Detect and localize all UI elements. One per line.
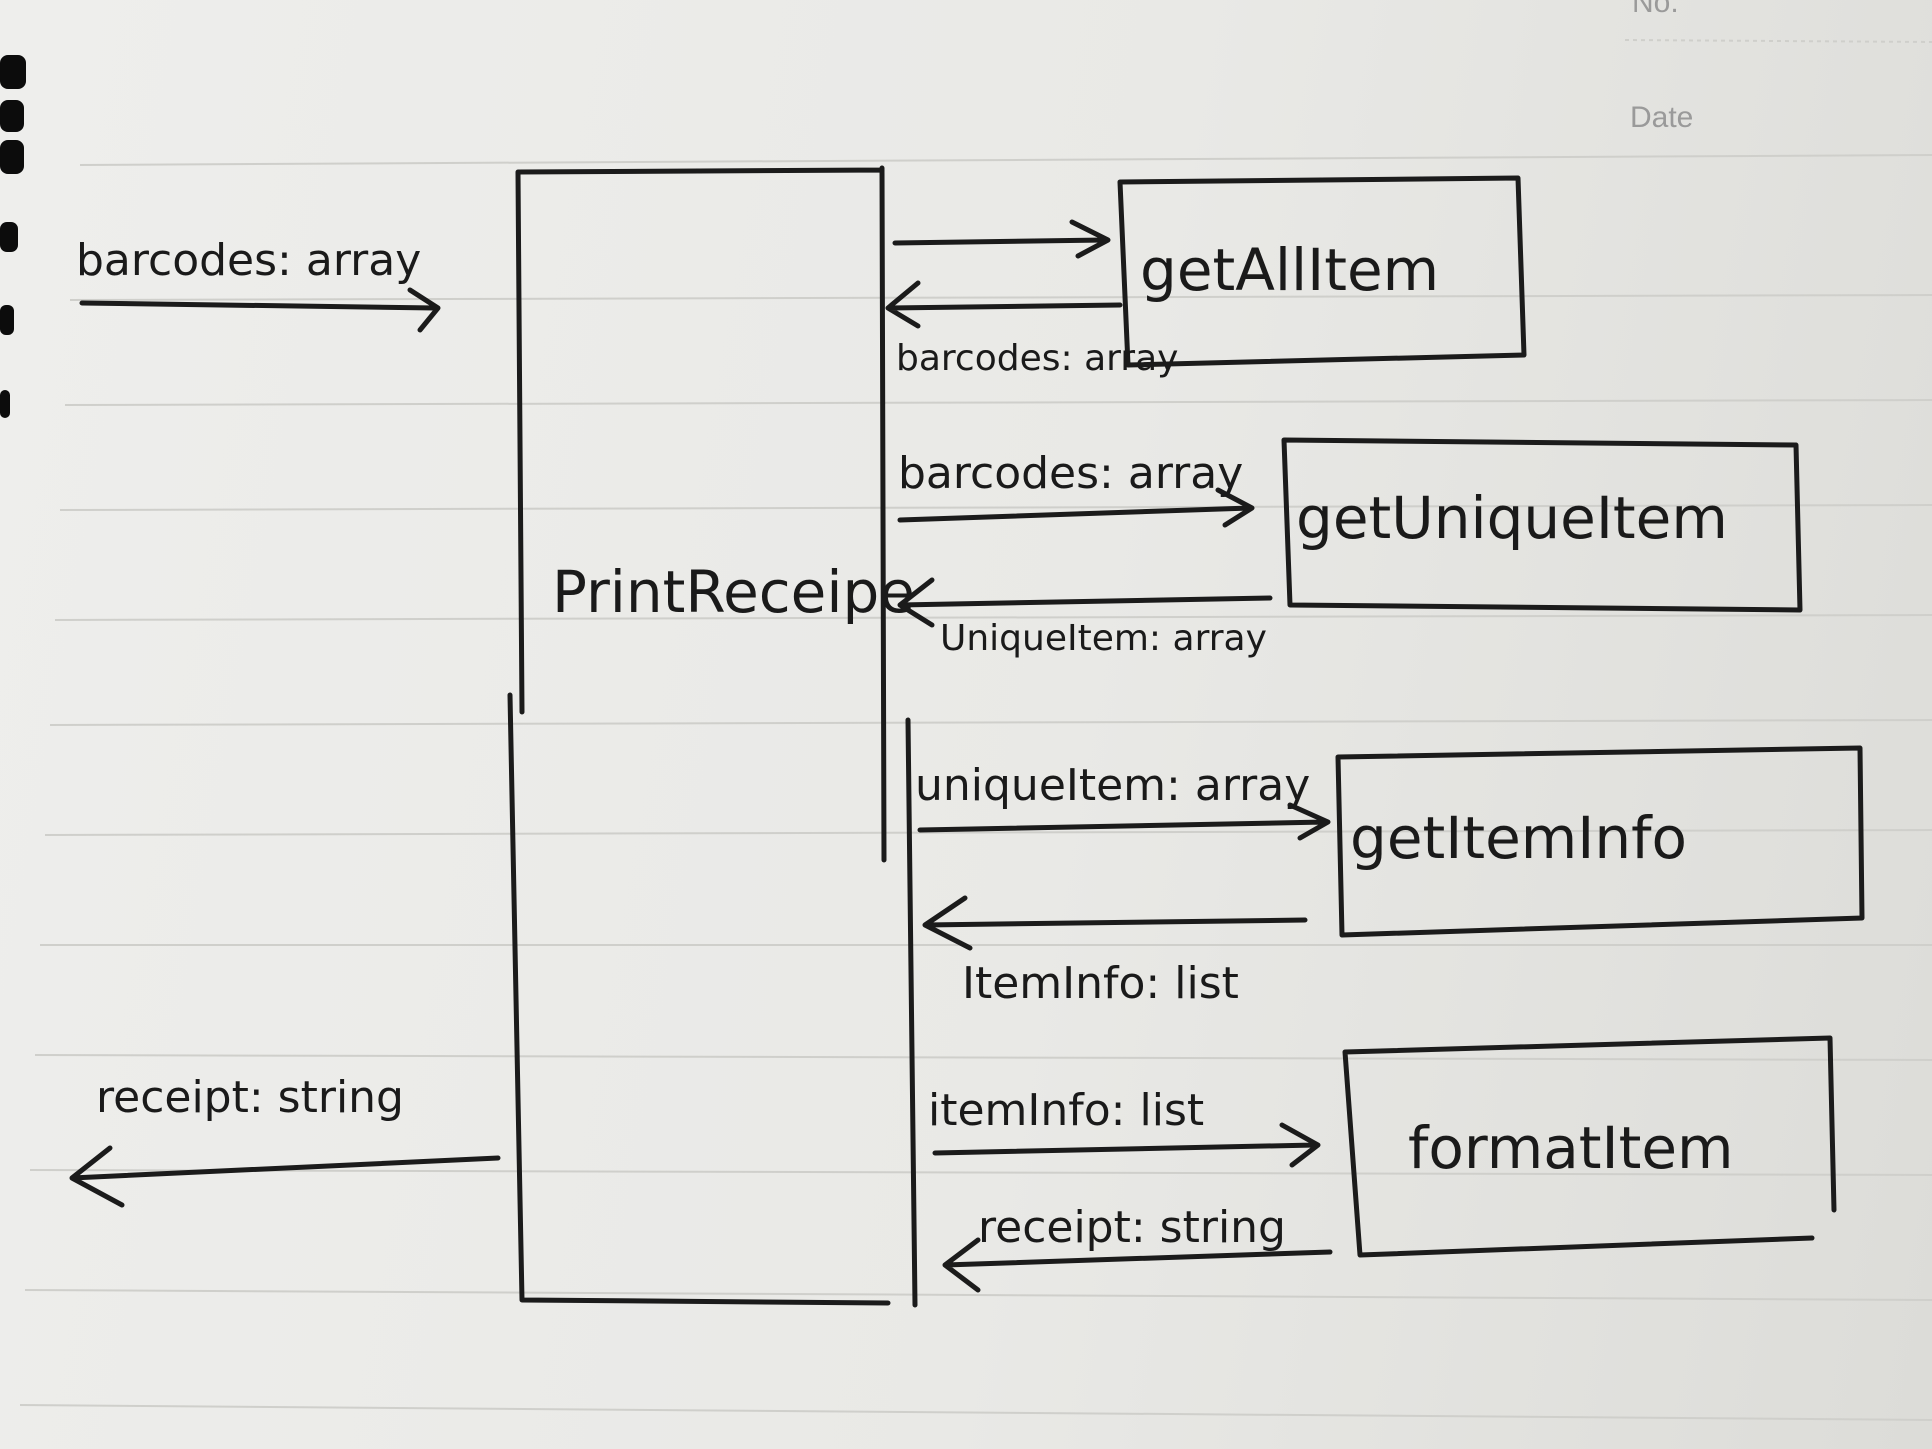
get-item-info-label: getItemInfo [1350, 804, 1687, 872]
get-unique-item-call-label: barcodes: array [898, 448, 1243, 499]
output-arrow: receipt: string [69, 1072, 501, 1208]
format-item-return-arrow: receipt: string [942, 1202, 1333, 1293]
date-label: Date [1630, 101, 1693, 134]
get-all-item-label: getAllItem [1140, 236, 1439, 304]
format-item-label: formatItem [1408, 1114, 1734, 1182]
print-receipe-label: PrintReceipe [552, 558, 915, 626]
format-item-call-label: itemInfo: list [928, 1085, 1204, 1136]
get-all-item-call-arrow [892, 219, 1111, 259]
get-item-info-return-label: ItemInfo: list [962, 958, 1239, 1009]
format-item-return-label: receipt: string [978, 1202, 1286, 1253]
no-label: No. [1632, 0, 1679, 19]
format-item-box: formatItem [1342, 1035, 1837, 1258]
format-item-call-arrow: itemInfo: list [928, 1085, 1321, 1168]
get-item-info-box: getItemInfo [1335, 745, 1865, 938]
output-label: receipt: string [96, 1072, 404, 1123]
get-all-item-return-arrow: barcodes: array [885, 280, 1178, 379]
get-unique-item-box: getUniqueItem [1281, 437, 1803, 613]
print-receipe-box: PrintReceipe [507, 165, 918, 1308]
get-item-info-return-arrow: ItemInfo: list [922, 895, 1308, 1009]
get-all-item-box: getAllItem [1117, 175, 1527, 368]
get-unique-item-label: getUniqueItem [1296, 484, 1728, 552]
get-unique-item-call-arrow: barcodes: array [897, 448, 1255, 528]
get-unique-item-return-label: UniqueItem: array [940, 618, 1267, 659]
binder-holes [0, 55, 26, 418]
get-item-info-call-label: uniqueItem: array [915, 760, 1310, 811]
get-all-item-return-label: barcodes: array [896, 338, 1178, 379]
ruled-lines [19, 39, 1932, 1421]
get-item-info-call-arrow: uniqueItem: array [915, 760, 1331, 841]
input-arrow: barcodes: array [76, 235, 441, 333]
get-unique-item-return-arrow: UniqueItem: array [897, 577, 1273, 659]
input-label: barcodes: array [76, 235, 421, 286]
